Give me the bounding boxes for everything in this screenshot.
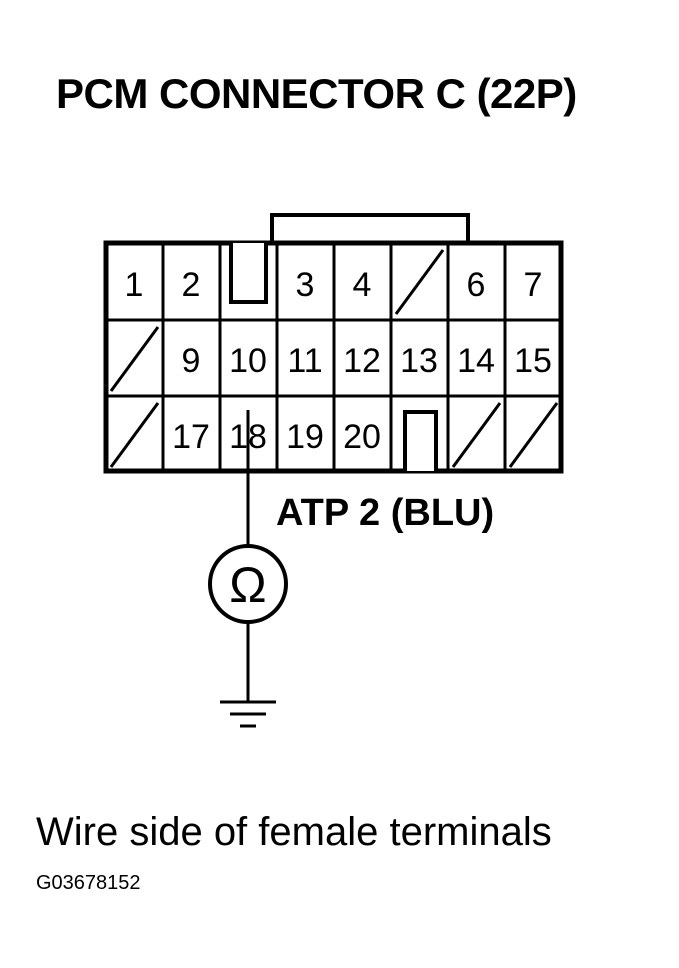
figure-id: G03678152 [36,872,141,894]
unused-cavity-22 [451,402,502,468]
pin-13: 13 [400,342,438,380]
ohmmeter-icon: Ω [208,544,288,624]
pin-11: 11 [287,342,322,380]
pin-2: 2 [182,266,201,304]
pin-6: 6 [467,266,486,304]
pin-3: 3 [296,266,315,304]
pin-1: 1 [125,266,144,304]
unused-cavity-5 [394,249,445,315]
connector-lock-tab [270,213,470,243]
pin-15: 15 [514,342,552,380]
pin-9: 9 [182,342,201,380]
pin-4: 4 [353,266,372,304]
pin-19: 19 [286,418,324,456]
connector-key-notch-top [229,243,268,304]
pin-20: 20 [343,418,381,456]
pin-7: 7 [524,266,543,304]
diagram-title: PCM CONNECTOR C (22P) [56,70,577,117]
ohm-symbol: Ω [229,557,266,613]
connector-grid [106,243,561,471]
diagram-caption: Wire side of female terminals [36,810,552,854]
pin-14: 14 [457,342,495,380]
wire-label: ATP 2 (BLU) [276,492,495,534]
pin-10: 10 [229,342,267,380]
unused-cavity-8 [109,326,160,392]
pin-17: 17 [172,418,210,456]
unused-cavity-23 [508,402,559,468]
connector-key-notch-bottom [403,410,438,471]
pin-12: 12 [343,342,381,380]
unused-cavity-marks [109,249,559,468]
ground-icon [220,700,276,728]
unused-cavity-16 [109,402,160,468]
pin-labels: 1 2 3 4 6 7 9 10 11 12 13 14 15 17 18 19… [125,266,552,456]
